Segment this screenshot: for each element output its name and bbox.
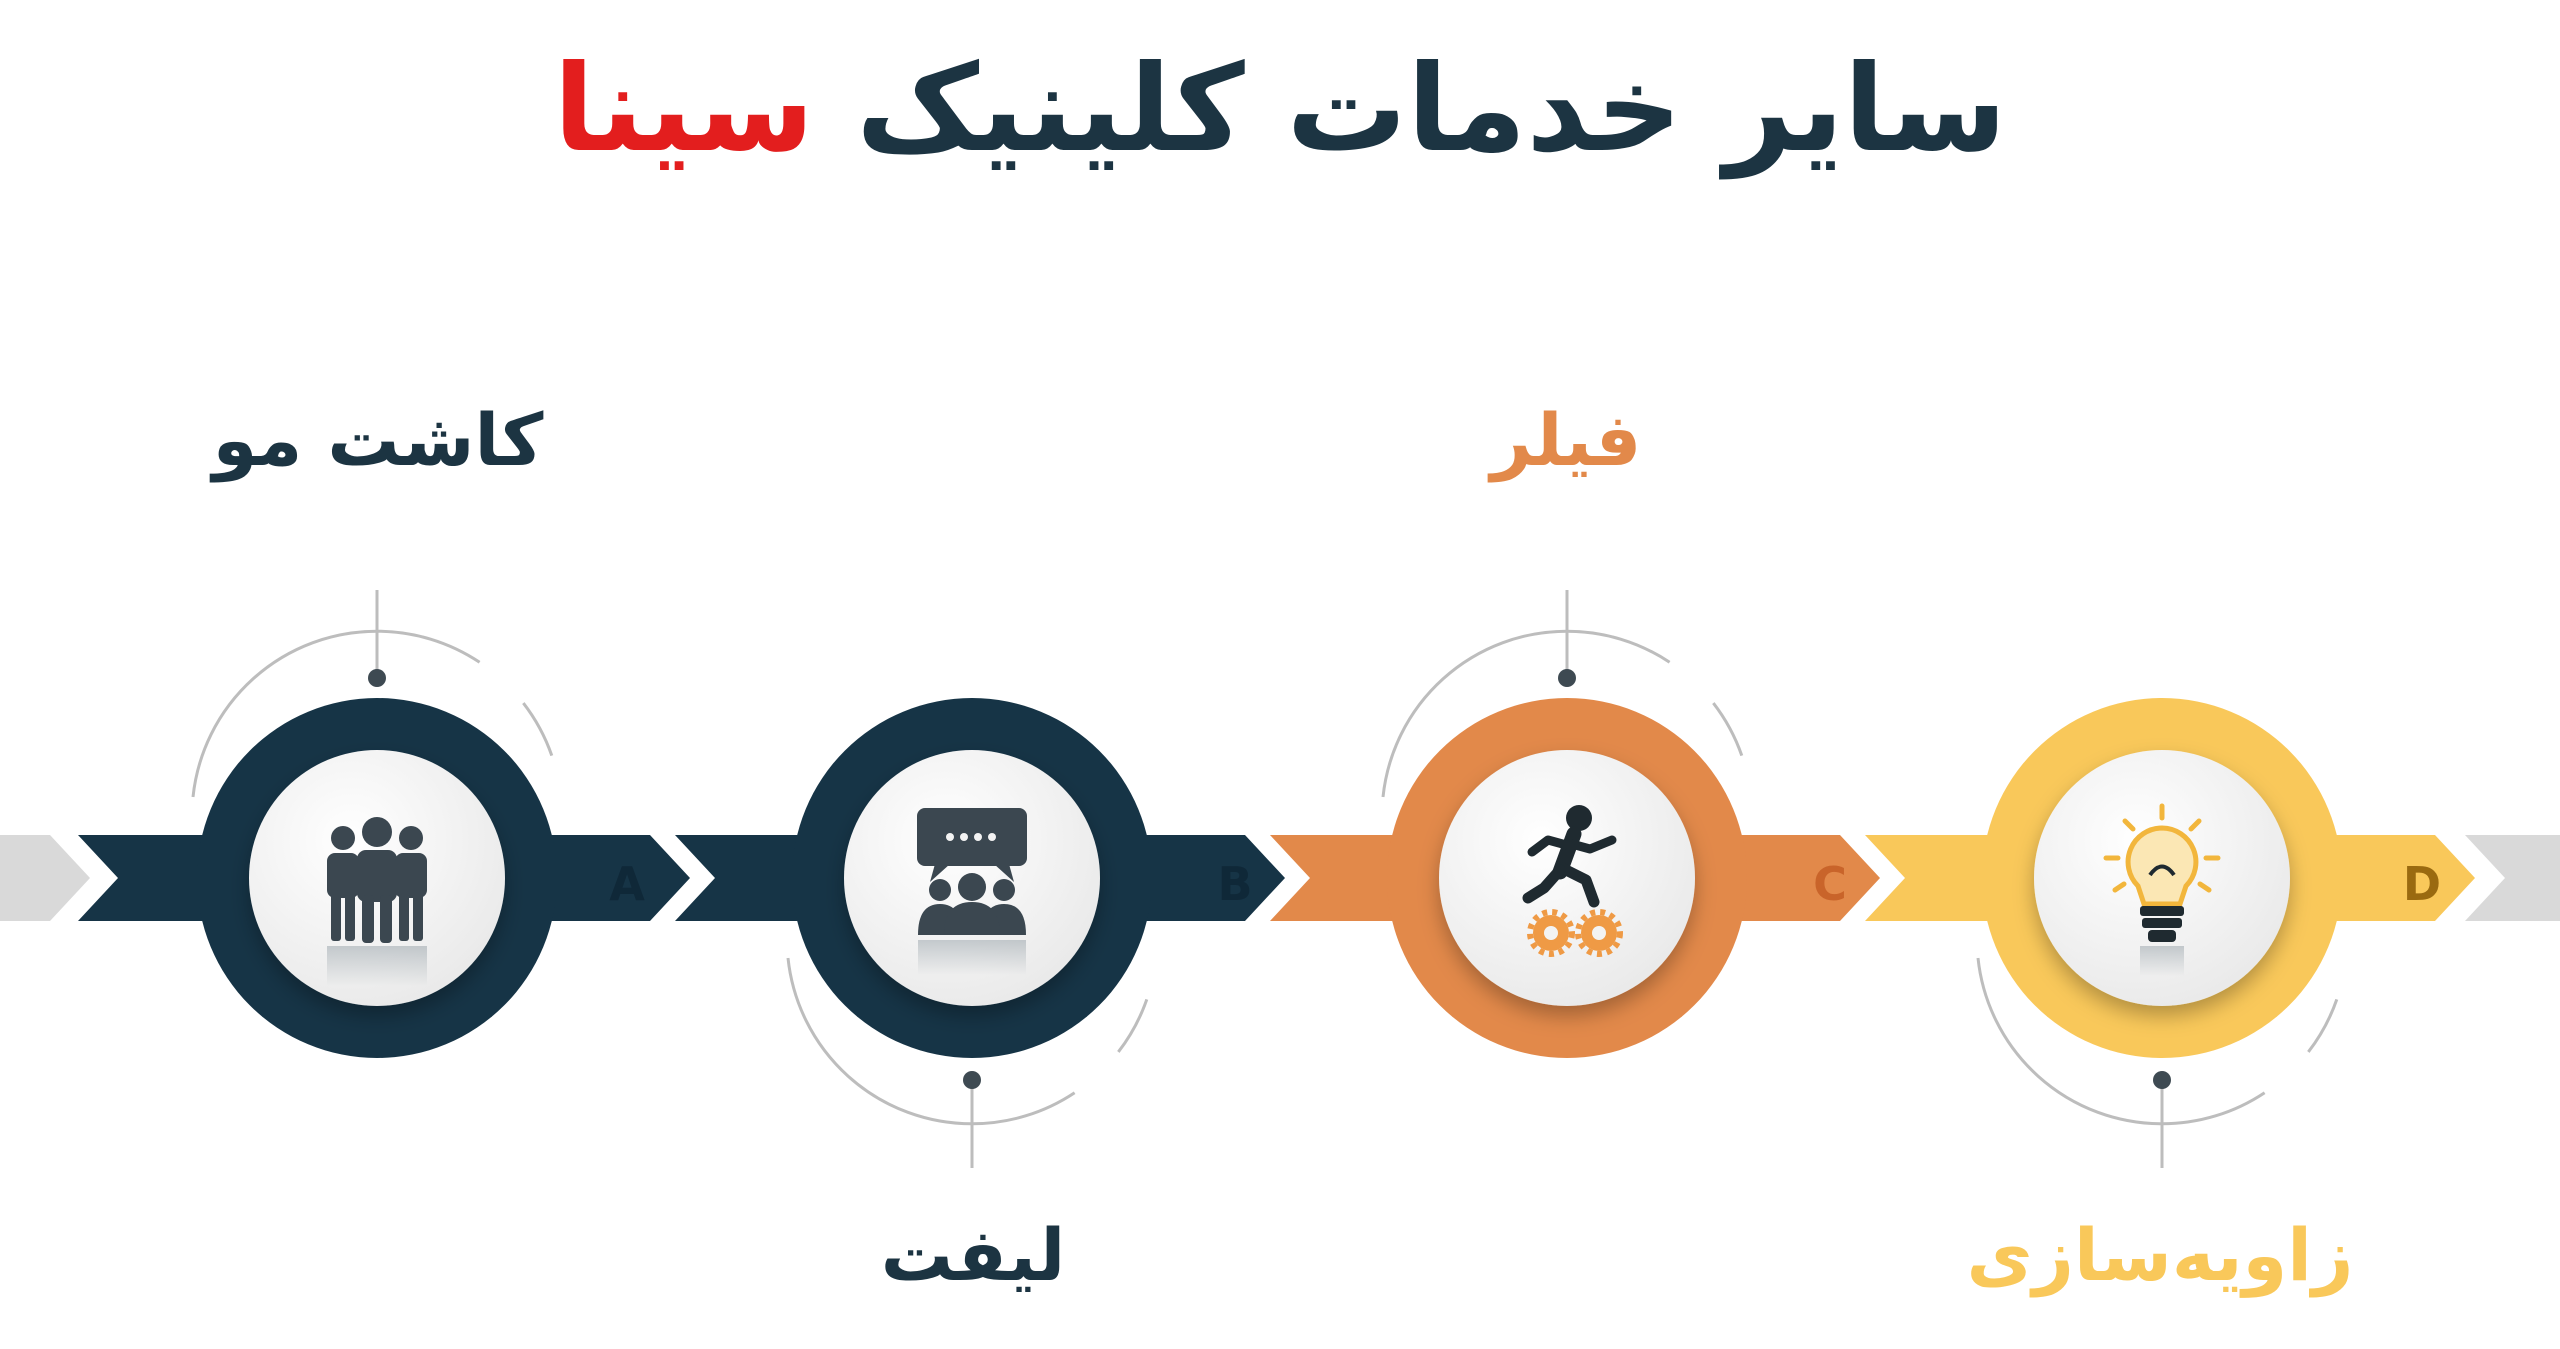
lightbulb-icon bbox=[2103, 803, 2221, 976]
connector-a bbox=[191, 590, 563, 798]
step-a-label: کاشت مو bbox=[212, 398, 544, 482]
step-b-node bbox=[792, 698, 1152, 1058]
group-discussion-icon bbox=[917, 808, 1027, 975]
connector-d bbox=[1976, 957, 2348, 1168]
step-b-label: لیفت bbox=[880, 1213, 1066, 1297]
connector-b bbox=[786, 957, 1158, 1168]
step-b-letter: B bbox=[1217, 857, 1252, 911]
title-accent: سینا bbox=[553, 40, 815, 179]
step-c-inner-circle bbox=[1439, 750, 1695, 1006]
step-d-node bbox=[1982, 698, 2342, 1058]
left-gray-chevron bbox=[0, 835, 90, 921]
right-gray-chevron bbox=[2465, 835, 2560, 921]
step-c-node bbox=[1387, 698, 1747, 1058]
step-a-node bbox=[197, 698, 557, 1058]
title-main: سایر خدمات کلینیک bbox=[856, 40, 2007, 179]
step-c-letter: C bbox=[1813, 857, 1847, 911]
step-c-label: فیلر bbox=[1490, 398, 1642, 482]
connector-c bbox=[1381, 590, 1753, 798]
team-icon bbox=[327, 817, 427, 986]
connector-dot-c bbox=[1558, 669, 1576, 687]
runner-gears-icon bbox=[1522, 805, 1623, 957]
page-title: سایر خدمات کلینیک سینا bbox=[0, 30, 2560, 190]
connector-dot-d bbox=[2153, 1071, 2171, 1089]
step-d-label: زاویه‌سازی bbox=[1966, 1213, 2354, 1297]
step-a-letter: A bbox=[609, 857, 645, 911]
connector-dot-a bbox=[368, 669, 386, 687]
connector-dot-b bbox=[963, 1071, 981, 1089]
step-d-letter: D bbox=[2403, 857, 2441, 911]
